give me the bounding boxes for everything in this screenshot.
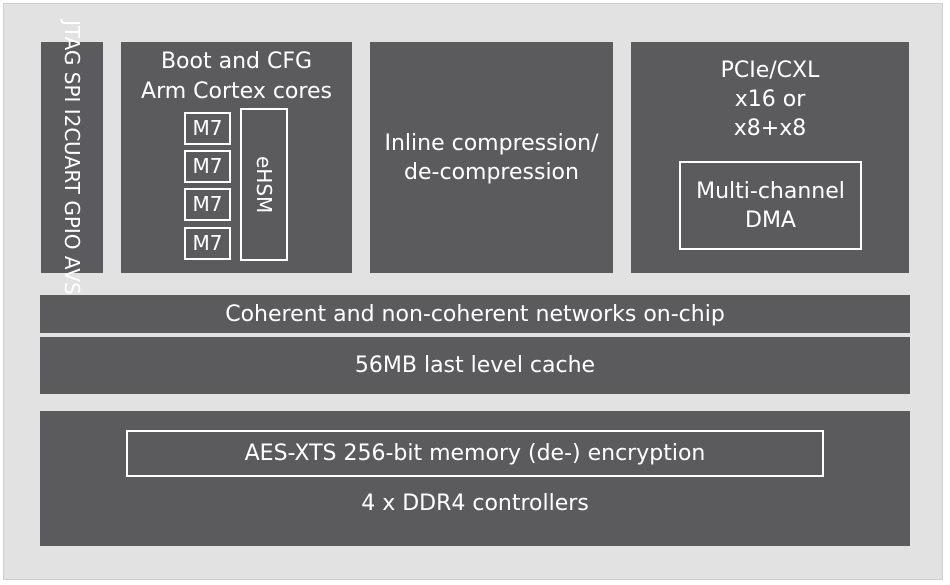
io-line-2: UART GPIO AVS xyxy=(60,141,84,296)
aes-encryption-box: AES-XTS 256-bit memory (de-) encryption xyxy=(126,430,824,477)
m7-core-4: M7 xyxy=(184,227,231,260)
llc-label: 56MB last level cache xyxy=(354,353,596,378)
inline-line-2: de-compression xyxy=(404,159,579,185)
last-level-cache-bar: 56MB last level cache xyxy=(40,337,910,394)
pcie-line-1: PCIe/CXL xyxy=(720,58,820,83)
noc-label: Coherent and non-coherent networks on-ch… xyxy=(225,301,725,327)
boot-cfg-block: Boot and CFG Arm Cortex cores M7 M7 M7 M… xyxy=(121,42,352,273)
dma-line-1: Multi-channel xyxy=(696,178,845,204)
pcie-cxl-block: PCIe/CXL x16 or x8+x8 Multi-channel DMA xyxy=(631,42,909,273)
inline-line-1: Inline compression/ xyxy=(384,130,599,156)
dma-line-2: DMA xyxy=(745,207,796,233)
ehsm-box: eHSM xyxy=(240,108,288,261)
pcie-title: PCIe/CXL x16 or x8+x8 xyxy=(631,56,909,143)
aes-label: AES-XTS 256-bit memory (de-) encryption xyxy=(244,441,706,466)
ehsm-label: eHSM xyxy=(252,155,276,214)
pcie-line-3: x8+x8 xyxy=(733,116,807,141)
io-line-1: JTAG SPI I2C xyxy=(60,19,84,142)
dma-box: Multi-channel DMA xyxy=(679,161,862,250)
boot-title-line-1: Boot and CFG xyxy=(160,49,313,74)
pcie-line-2: x16 or xyxy=(734,87,806,112)
ddr-label: 4 x DDR4 controllers xyxy=(361,491,589,516)
io-interfaces-block: JTAG SPI I2C UART GPIO AVS xyxy=(41,20,103,295)
ddr-controllers-block: AES-XTS 256-bit memory (de-) encryption … xyxy=(40,411,910,546)
m7-core-3: M7 xyxy=(184,188,231,221)
network-on-chip-bar: Coherent and non-coherent networks on-ch… xyxy=(40,295,910,333)
m7-core-2: M7 xyxy=(184,150,231,183)
m7-core-1: M7 xyxy=(184,112,231,145)
boot-title-line-2: Arm Cortex cores xyxy=(141,79,332,104)
inline-compression-block: Inline compression/ de-compression xyxy=(370,42,613,273)
boot-title: Boot and CFG Arm Cortex cores xyxy=(121,47,352,107)
